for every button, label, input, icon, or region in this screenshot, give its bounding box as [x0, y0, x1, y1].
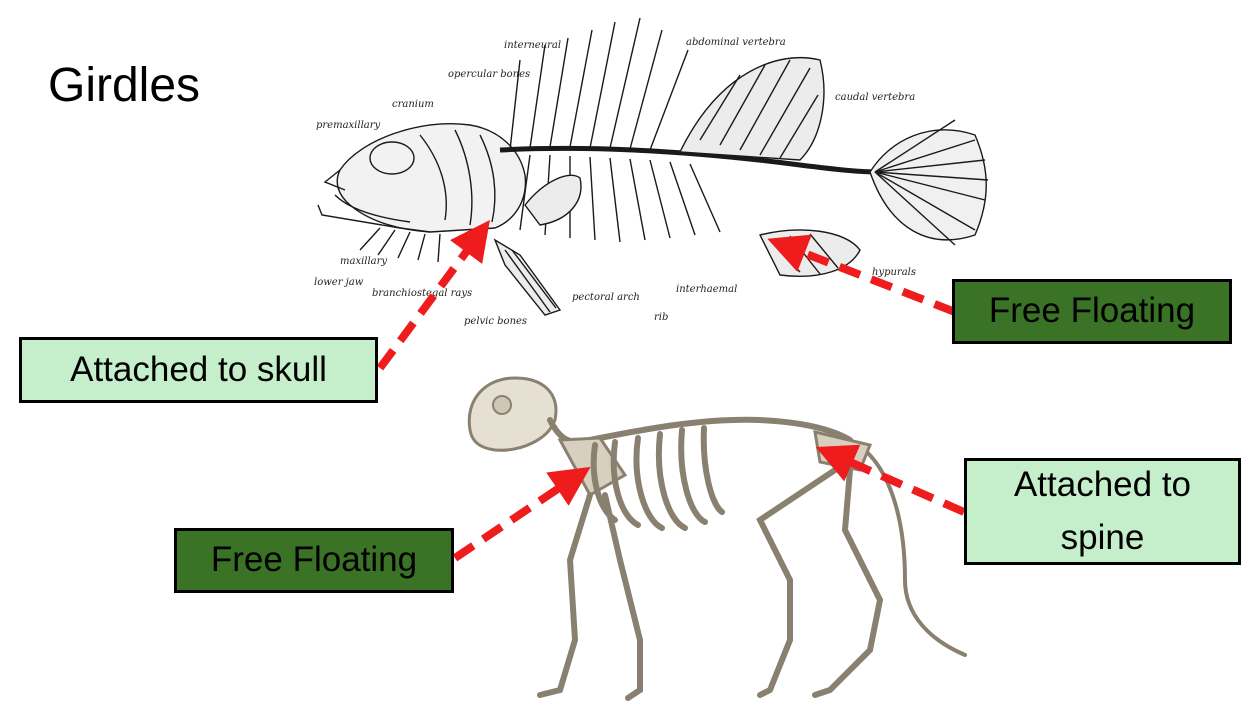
callout-cat-free-text: Free Floating	[210, 540, 418, 580]
arrow-cat-pelvis	[815, 444, 966, 516]
fish-pectoral-fin	[524, 174, 582, 226]
callout-fish-free-text: Free Floating	[988, 291, 1196, 331]
label-cranium: cranium	[392, 99, 434, 110]
cat-skeleton	[467, 376, 967, 701]
fish-eye-socket	[369, 141, 415, 175]
fish-upper-jaw	[323, 169, 346, 191]
label-premaxillary: premaxillary	[316, 120, 381, 131]
label-branchiostegal-rays: branchiostegal rays	[372, 288, 472, 299]
fish-dorsal-fin	[678, 56, 825, 161]
label-maxillary: maxillary	[340, 256, 387, 267]
fish-pelvic-fin	[493, 238, 562, 316]
fish-skull	[336, 123, 527, 233]
callout-cat-attached: Attached to spine	[964, 458, 1241, 565]
label-hypurals: hypurals	[872, 267, 916, 278]
label-pectoral-arch: pectoral arch	[572, 292, 640, 303]
label-interhaemal: interhaemal	[676, 284, 737, 295]
callout-fish-attached-text: Attached to skull	[70, 349, 327, 389]
arrow-fish-skull	[376, 219, 490, 371]
arrow-cat-scapula	[452, 466, 591, 562]
arrows	[376, 219, 966, 562]
label-lower-jaw: lower jaw	[314, 277, 364, 288]
label-opercular-bones: opercular bones	[448, 69, 530, 80]
fish-lower-jaw	[317, 204, 431, 233]
label-rib: rib	[654, 312, 668, 323]
label-abdominal-vertebra: abdominal vertebra	[686, 37, 786, 48]
callout-cat-attached-line1: Attached to	[1013, 465, 1192, 504]
cat-tail	[848, 438, 967, 657]
fish-vertebral-column	[499, 145, 881, 175]
arrow-fish-pelvic	[767, 234, 957, 316]
label-interneural: interneural	[504, 40, 561, 51]
cat-skull	[467, 376, 558, 452]
label-caudal-vertebra: caudal vertebra	[835, 92, 915, 103]
callout-fish-free: Free Floating	[952, 279, 1232, 344]
fish-labels: interneural abdominal vertebra opercular…	[314, 37, 916, 327]
callout-cat-attached-line2: spine	[1060, 517, 1145, 557]
label-pelvic-bones: pelvic bones	[464, 316, 527, 327]
fish-skeleton	[317, 17, 989, 316]
slide-title: Girdles	[48, 59, 201, 112]
callout-fish-attached: Attached to skull	[19, 337, 378, 403]
callout-cat-free: Free Floating	[174, 528, 454, 593]
